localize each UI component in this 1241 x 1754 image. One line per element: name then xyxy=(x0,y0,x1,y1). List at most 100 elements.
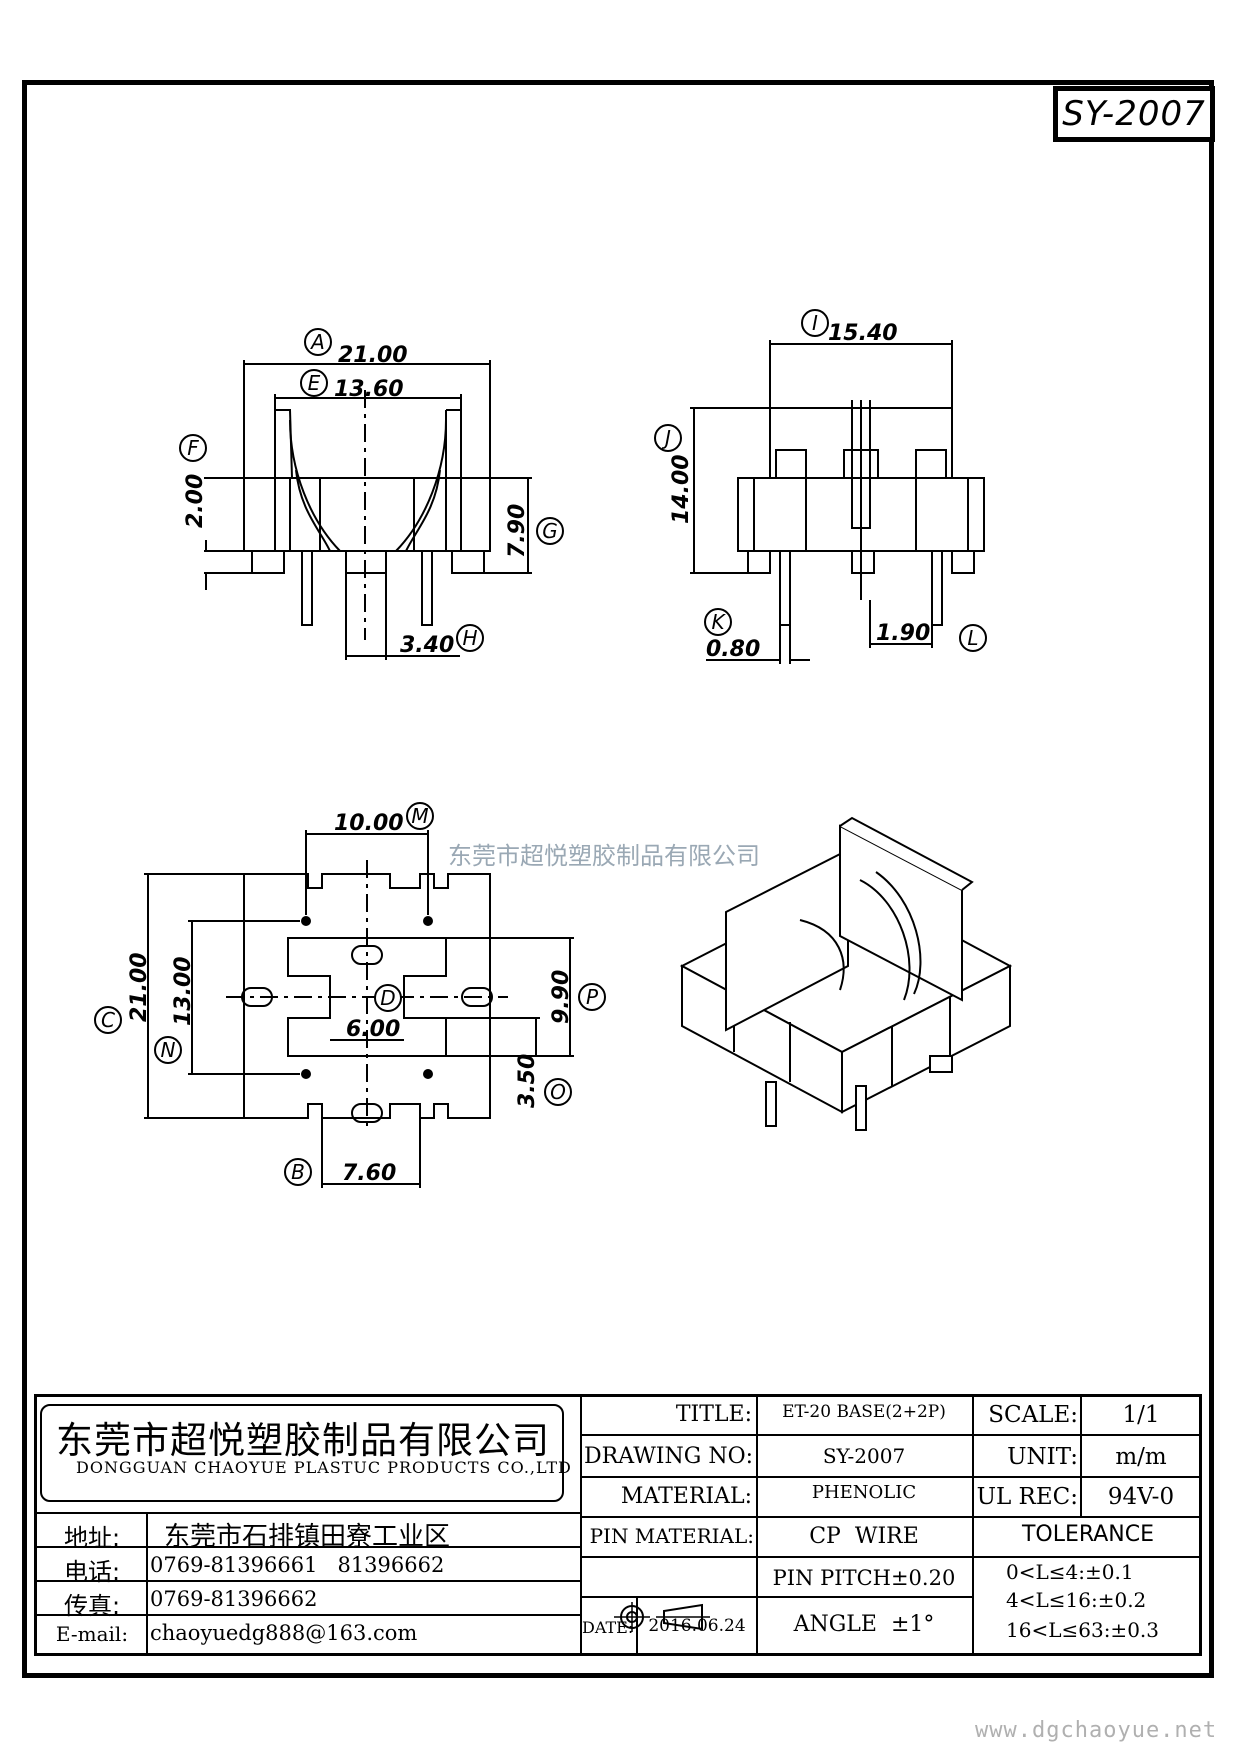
label-letter: F xyxy=(187,436,199,460)
label-letter: N xyxy=(161,1038,176,1062)
material-label: MATERIAL: xyxy=(620,1484,752,1509)
date-value: 2016.06.24 xyxy=(648,1616,746,1636)
label-d: D xyxy=(374,984,402,1012)
pin-hole xyxy=(423,1069,433,1079)
label-letter: B xyxy=(291,1160,305,1184)
label-o: O xyxy=(544,1078,572,1106)
front-view xyxy=(204,360,532,660)
isometric-view xyxy=(679,816,1013,1131)
drawing-no-label: DRAWING NO: xyxy=(584,1444,754,1469)
address-value: 东莞市石排镇田寮工业区 xyxy=(164,1522,451,1552)
date-label: DATE: xyxy=(582,1618,634,1637)
pin-material-label: PIN MATERIAL: xyxy=(589,1524,754,1548)
label-m: M xyxy=(406,802,434,830)
angle-tolerance: ANGLE ±1° xyxy=(793,1612,935,1637)
label-letter: M xyxy=(411,804,428,828)
tolerance-line-1: 0<L≤4:±0.1 xyxy=(1006,1560,1134,1584)
side-foot-right xyxy=(951,550,975,574)
side-pin-right xyxy=(931,550,943,626)
address-label: 地址: xyxy=(63,1524,121,1552)
front-body xyxy=(243,477,491,552)
label-circle xyxy=(536,517,564,545)
front-pin-right xyxy=(421,550,433,626)
label-letter: D xyxy=(380,986,395,1010)
side-slot xyxy=(915,449,947,479)
pin-hole xyxy=(301,1069,311,1079)
front-arc-left xyxy=(289,419,341,552)
label-circle xyxy=(704,608,732,636)
label-circle xyxy=(154,1036,182,1064)
dim-l-value: 1.90 xyxy=(876,621,930,646)
label-letter: C xyxy=(101,1008,115,1032)
dim-n-value: 13.00 xyxy=(171,956,196,1026)
company-name-en: DONGGUAN CHAOYUE PLASTUC PRODUCTS CO.,LT… xyxy=(76,1458,572,1477)
dim-j-value: 14.00 xyxy=(669,454,694,524)
material-value: PHENOLIC xyxy=(811,1482,917,1503)
label-circle xyxy=(284,1158,312,1186)
label-circle xyxy=(406,802,434,830)
projection-symbol-icon xyxy=(614,1602,710,1632)
unit-label: UNIT: xyxy=(1007,1444,1078,1470)
pin-hole xyxy=(423,916,433,926)
label-letter: O xyxy=(550,1080,566,1104)
front-wall-right xyxy=(445,409,462,551)
title-value: ET-20 BASE(2+2P) xyxy=(782,1402,946,1422)
part-code-box: SY-2007 xyxy=(1053,86,1215,142)
label-f: F xyxy=(179,434,207,462)
website-url: www.dgchaoyue.net xyxy=(975,1718,1218,1743)
dim-a-value: 21.00 xyxy=(338,343,408,368)
label-circle xyxy=(544,1078,572,1106)
label-h: H xyxy=(456,624,484,652)
phone-value: 0769-81396661 81396662 xyxy=(150,1553,445,1577)
side-pin-left xyxy=(779,550,791,626)
tolerance-line-3: 16<L≤63:±0.3 xyxy=(1006,1618,1159,1642)
label-g: G xyxy=(536,517,564,545)
fax-value: 0769-81396662 xyxy=(150,1587,318,1611)
label-circle xyxy=(304,328,332,356)
label-circle xyxy=(300,369,328,397)
iso-wall-back xyxy=(839,824,963,1002)
bottom-oval-right xyxy=(461,987,493,1007)
phone-label: 电话: xyxy=(63,1558,121,1586)
fax-label: 传真: xyxy=(63,1592,121,1620)
iso-foot xyxy=(929,1055,953,1073)
label-a: A xyxy=(304,328,332,356)
ul-rec-label: UL REC: xyxy=(976,1484,1078,1510)
title-label: TITLE: xyxy=(675,1402,752,1427)
company-name-cn: 东莞市超悦塑胶制品有限公司 xyxy=(56,1419,550,1462)
email-label: E-mail: xyxy=(55,1622,129,1646)
dim-i-value: 15.40 xyxy=(828,321,898,346)
dim-k-value: 0.80 xyxy=(706,637,760,662)
label-letter: H xyxy=(462,626,477,650)
front-wall-left xyxy=(274,409,293,551)
label-letter: I xyxy=(812,311,818,335)
label-letter: G xyxy=(542,519,558,543)
iso-arc xyxy=(799,919,845,991)
side-view xyxy=(690,340,985,664)
pin-pitch: PIN PITCH±0.20 xyxy=(772,1566,956,1590)
label-k: K xyxy=(704,608,732,636)
watermark: 东莞市超悦塑胶制品有限公司 xyxy=(448,842,760,870)
label-p: P xyxy=(578,983,606,1011)
drawing-frame xyxy=(22,80,1214,1678)
dim-h-value: 3.40 xyxy=(400,633,454,658)
iso-wall-front xyxy=(725,848,849,1032)
dim-o-value: 3.50 xyxy=(515,1054,540,1108)
iso-pin xyxy=(855,1085,867,1131)
tolerance-line-2: 4<L≤16:±0.2 xyxy=(1006,1588,1147,1612)
email-value: chaoyuedg888@163.com xyxy=(150,1621,418,1645)
iso-arc xyxy=(859,871,922,1001)
dim-g-value: 7.90 xyxy=(505,504,530,558)
front-arc-right xyxy=(395,419,447,552)
label-letter: E xyxy=(308,371,321,395)
dim-p-value: 9.90 xyxy=(549,970,574,1024)
label-n: N xyxy=(154,1036,182,1064)
label-e: E xyxy=(300,369,328,397)
dim-e-value: 13.60 xyxy=(334,377,404,402)
dim-c-value: 21.00 xyxy=(127,952,152,1022)
iso-pin xyxy=(765,1081,777,1127)
label-circle xyxy=(374,984,402,1012)
front-foot-left xyxy=(251,550,285,574)
